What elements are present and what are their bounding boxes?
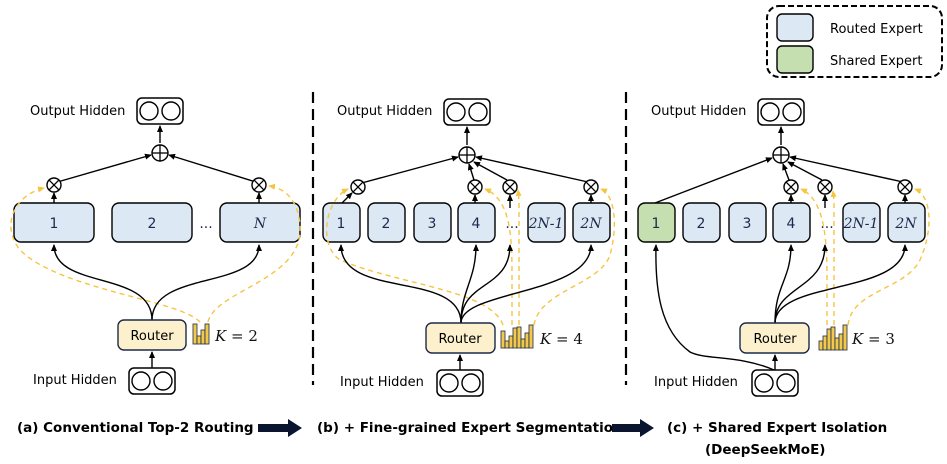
- shared-expert-box: [637, 202, 676, 243]
- expert-label: 2N: [894, 216, 917, 232]
- gate-multiply-icon: [46, 177, 62, 193]
- input-hidden-vector: [128, 367, 176, 395]
- output-hidden-label: Output Hidden: [30, 104, 125, 119]
- output-hidden-vector: [757, 98, 805, 126]
- arrow-right-icon: [612, 419, 654, 437]
- svg-text:K = 3: K = 3: [851, 330, 895, 348]
- panel-a: Output Hidden 1 2 N ... Router K = 2: [10, 97, 301, 436]
- expert-label: 3: [743, 216, 752, 232]
- expert-box: [111, 202, 193, 243]
- ellipsis: ...: [505, 216, 518, 232]
- expert-label: 2N: [579, 216, 602, 232]
- ellipsis: ...: [199, 216, 212, 232]
- expert-label: 1: [652, 216, 661, 232]
- k-value: = 3: [868, 330, 895, 348]
- k-value: = 2: [231, 327, 258, 345]
- legend-frame: [766, 5, 943, 78]
- expert-label: 2: [148, 216, 157, 232]
- router-label: Router: [438, 332, 482, 347]
- expert-label: N: [253, 216, 267, 232]
- router-score-bars-icon: [500, 324, 534, 349]
- expert-label: 2N-1: [843, 216, 879, 232]
- gate-multiply-icon: [817, 179, 833, 195]
- gate-multiply-icon: [502, 179, 518, 195]
- gate-multiply-icon: [350, 179, 366, 195]
- input-hidden-vector: [436, 369, 484, 397]
- sum-icon: [458, 146, 476, 164]
- k-label: K: [539, 330, 552, 348]
- caption-c: (c) + Shared Expert Isolation: [667, 420, 887, 436]
- gate-multiply-icon: [251, 177, 267, 193]
- input-hidden-label: Input Hidden: [340, 375, 424, 390]
- router-box: [739, 322, 810, 354]
- expert-box: [367, 202, 406, 243]
- expert-box: [772, 202, 811, 243]
- legend-shared-swatch: [776, 45, 814, 74]
- arrow-right-icon: [258, 419, 302, 437]
- router-score-bars-icon: [818, 324, 848, 351]
- expert-label: 2: [382, 216, 391, 232]
- panel-b: Output Hidden 1 2 3 4 2N-1 2N ...: [317, 98, 623, 436]
- router-label: Router: [753, 332, 797, 347]
- router-box: [425, 322, 496, 354]
- legend-routed-label: Routed Expert: [830, 22, 923, 37]
- expert-box: [728, 202, 767, 243]
- router-score-bars-icon: [192, 323, 210, 345]
- router-label: Router: [130, 329, 174, 344]
- expert-box: [842, 202, 881, 243]
- caption-c-subtitle: (DeepSeekMoE): [705, 442, 825, 458]
- expert-box: [13, 202, 95, 243]
- gate-multiply-icon: [783, 179, 799, 195]
- input-hidden-label: Input Hidden: [654, 375, 738, 390]
- expert-box: [572, 202, 611, 243]
- k-label: K: [851, 330, 864, 348]
- expert-label: 1: [50, 216, 59, 232]
- ellipsis: ...: [820, 216, 833, 232]
- caption-b: (b) + Fine-grained Expert Segmentation: [317, 420, 623, 436]
- legend: Routed Expert Shared Expert: [766, 5, 943, 78]
- output-hidden-label: Output Hidden: [337, 104, 432, 119]
- expert-box: [457, 202, 496, 243]
- gate-multiply-icon: [897, 179, 913, 195]
- panel-c: Output Hidden 1 2 3 4 2N-1 2N ...: [637, 98, 930, 458]
- sum-icon: [772, 146, 790, 164]
- input-hidden-vector: [751, 369, 799, 397]
- router-box: [117, 319, 187, 351]
- legend-routed-swatch: [776, 13, 814, 42]
- output-hidden-vector: [443, 98, 491, 126]
- expert-box: [682, 202, 721, 243]
- k-label: K: [214, 327, 227, 345]
- expert-label: 2N-1: [528, 216, 564, 232]
- output-hidden-vector: [136, 97, 184, 125]
- expert-label: 4: [472, 216, 481, 232]
- expert-label: 2: [697, 216, 706, 232]
- input-hidden-label: Input Hidden: [33, 373, 117, 388]
- svg-text:K = 2: K = 2: [214, 327, 258, 345]
- expert-label: 4: [787, 216, 796, 232]
- expert-box: [219, 202, 301, 243]
- expert-box: [527, 202, 566, 243]
- expert-label: 1: [337, 216, 346, 232]
- gate-multiply-icon: [467, 179, 483, 195]
- gate-multiply-icon: [583, 179, 599, 195]
- expert-label: 3: [428, 216, 437, 232]
- expert-box: [887, 202, 926, 243]
- caption-a: (a) Conventional Top-2 Routing: [17, 420, 254, 436]
- svg-text:K = 4: K = 4: [539, 330, 583, 348]
- expert-box: [322, 202, 361, 243]
- expert-box: [413, 202, 452, 243]
- k-value: = 4: [556, 330, 583, 348]
- output-hidden-label: Output Hidden: [651, 104, 746, 119]
- sum-icon: [151, 144, 169, 162]
- legend-shared-label: Shared Expert: [830, 54, 923, 69]
